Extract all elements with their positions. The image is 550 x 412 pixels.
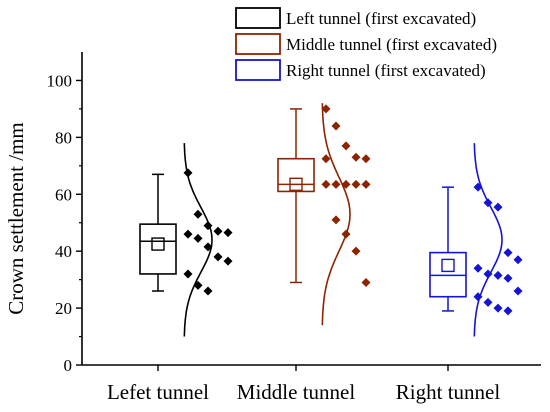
data-point xyxy=(331,121,341,131)
data-point xyxy=(361,277,371,287)
data-point xyxy=(321,154,331,164)
data-point xyxy=(331,179,341,189)
series-1 xyxy=(139,143,233,337)
y-axis-title: Crown settlement /mm xyxy=(4,122,28,314)
data-point xyxy=(331,215,341,225)
box-iqr xyxy=(277,157,315,193)
data-point xyxy=(223,256,233,266)
box-iqr xyxy=(139,223,177,275)
box-mean-marker xyxy=(441,258,455,273)
x-category-label: Right tunnel xyxy=(396,380,501,404)
data-point xyxy=(361,179,371,189)
legend-label: Left tunnel (first excavated) xyxy=(286,9,476,28)
y-tick-label: 0 xyxy=(64,356,73,375)
data-point xyxy=(351,246,361,256)
data-point xyxy=(213,252,223,262)
data-point xyxy=(183,269,193,279)
data-point xyxy=(493,202,503,212)
data-point xyxy=(193,233,203,243)
y-tick-label: 80 xyxy=(55,128,72,147)
data-point xyxy=(213,226,223,236)
y-tick-label: 20 xyxy=(55,299,72,318)
legend-label: Middle tunnel (first excavated) xyxy=(286,35,497,54)
data-point xyxy=(203,286,213,296)
data-point xyxy=(483,297,493,307)
series-3 xyxy=(429,143,523,337)
legend-swatch xyxy=(235,33,281,55)
legend-swatch xyxy=(235,59,281,81)
data-point xyxy=(503,306,513,316)
data-point xyxy=(503,273,513,283)
x-category-label: Lefet tunnel xyxy=(107,380,209,404)
distribution-curve xyxy=(321,103,351,326)
series-2 xyxy=(277,103,371,326)
data-point xyxy=(473,263,483,273)
box-mean-marker xyxy=(289,177,303,192)
data-point xyxy=(321,179,331,189)
data-point xyxy=(223,228,233,238)
box-mean-marker xyxy=(151,237,165,251)
data-point xyxy=(361,154,371,164)
data-point xyxy=(513,286,523,296)
legend-swatch xyxy=(235,7,281,29)
data-point xyxy=(183,229,193,239)
legend-label: Right tunnel (first excavated) xyxy=(286,61,486,80)
y-tick-label: 40 xyxy=(55,242,72,261)
data-point xyxy=(351,152,361,162)
data-point xyxy=(493,303,503,313)
data-point xyxy=(513,255,523,265)
y-tick-label: 60 xyxy=(55,185,72,204)
data-point xyxy=(193,209,203,219)
data-point xyxy=(493,270,503,280)
legend: Left tunnel (first excavated) Middle tunn… xyxy=(235,7,497,81)
data-point xyxy=(321,104,331,114)
y-tick-label: 100 xyxy=(47,71,73,90)
x-category-label: Middle tunnel xyxy=(237,380,356,404)
distribution-curve xyxy=(183,143,213,337)
data-point xyxy=(351,179,361,189)
data-point xyxy=(503,248,513,258)
distribution-curve xyxy=(473,143,503,337)
data-point xyxy=(341,141,351,151)
